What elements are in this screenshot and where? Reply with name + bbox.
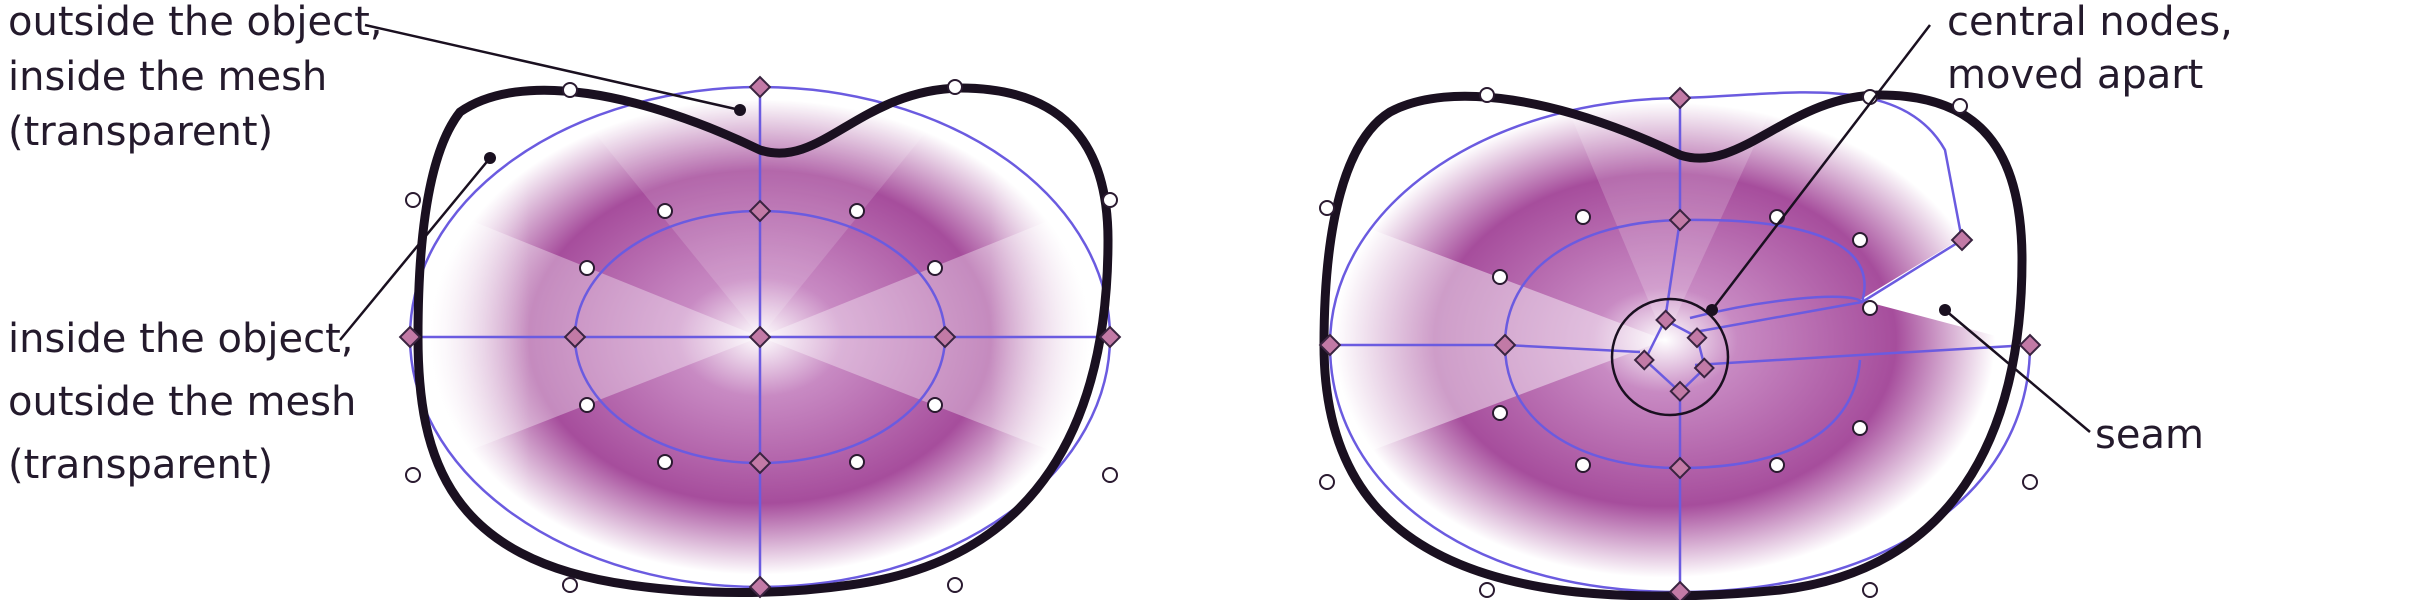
leader-dot [734, 104, 746, 116]
mesh-node[interactable] [1668, 456, 1692, 480]
right-mesh-nodes [1318, 86, 2042, 600]
mesh-node[interactable] [563, 325, 587, 349]
bezier-handle[interactable] [849, 454, 865, 470]
bezier-handle[interactable] [657, 203, 673, 219]
bezier-handle[interactable] [1492, 269, 1508, 285]
mesh-node[interactable] [1098, 325, 1122, 349]
bezier-handle[interactable] [1492, 405, 1508, 421]
right-mesh-fill [1322, 91, 2030, 596]
bezier-handle[interactable] [1862, 582, 1878, 598]
bezier-handle[interactable] [562, 577, 578, 593]
central-node[interactable] [1633, 349, 1655, 371]
mesh-node[interactable] [748, 75, 772, 99]
bezier-handle[interactable] [947, 79, 963, 95]
bezier-handle[interactable] [927, 397, 943, 413]
bezier-handle[interactable] [849, 203, 865, 219]
right-figure: central nodes, moved apart seam [1318, 0, 2246, 600]
bezier-handle[interactable] [1479, 582, 1495, 598]
bezier-handle[interactable] [579, 260, 595, 276]
bezier-handle[interactable] [1319, 200, 1335, 216]
bezier-handle[interactable] [947, 577, 963, 593]
central-node[interactable] [1655, 309, 1677, 331]
left-figure: outside the object, inside the mesh (tra… [8, 0, 1122, 599]
bezier-handle[interactable] [1102, 467, 1118, 483]
mesh-node[interactable] [748, 199, 772, 223]
central-node[interactable] [1686, 327, 1708, 349]
mesh-node[interactable] [748, 451, 772, 475]
bezier-handle[interactable] [1852, 232, 1868, 248]
right-leaders [1711, 24, 2091, 433]
leader-dot [1706, 304, 1718, 316]
bezier-handle[interactable] [579, 397, 595, 413]
bezier-handle[interactable] [1952, 98, 1968, 114]
leader-dot [484, 152, 496, 164]
mesh-node[interactable] [748, 575, 772, 599]
right-object-outline [1319, 90, 2027, 600]
bezier-handle[interactable] [2022, 474, 2038, 490]
left-mesh-nodes [398, 75, 1122, 599]
mesh-node[interactable] [1950, 228, 1974, 252]
bezier-handle[interactable] [927, 260, 943, 276]
left-leaders [339, 23, 741, 341]
bezier-handle[interactable] [1102, 192, 1118, 208]
label-outside-object: outside the object, inside the mesh (tra… [8, 0, 395, 155]
label-inside-object: inside the object, outside the mesh (tra… [8, 316, 369, 488]
mesh-node[interactable] [1668, 580, 1692, 600]
left-handles [405, 79, 1118, 593]
mesh-node[interactable] [933, 325, 957, 349]
bezier-handle[interactable] [1862, 300, 1878, 316]
bezier-handle[interactable] [657, 454, 673, 470]
bezier-handle[interactable] [1479, 87, 1495, 103]
mesh-node[interactable] [2018, 333, 2042, 357]
bezier-handle[interactable] [405, 192, 421, 208]
bezier-handle[interactable] [562, 82, 578, 98]
bezier-handle[interactable] [405, 467, 421, 483]
central-nodes-ring [1610, 297, 1730, 417]
central-node[interactable] [1669, 380, 1691, 402]
central-node[interactable] [1693, 357, 1715, 379]
bezier-handle[interactable] [1852, 420, 1868, 436]
bezier-handle[interactable] [1575, 457, 1591, 473]
bezier-handle[interactable] [1769, 457, 1785, 473]
label-central-nodes: central nodes, moved apart [1947, 0, 2246, 98]
mesh-node[interactable] [1318, 333, 1342, 357]
mesh-node[interactable] [398, 325, 422, 349]
mesh-node[interactable] [1493, 333, 1517, 357]
mesh-node[interactable] [1668, 86, 1692, 110]
mesh-node[interactable] [1668, 208, 1692, 232]
bezier-handle[interactable] [1319, 474, 1335, 490]
label-seam: seam [2095, 412, 2204, 458]
left-object-outline [413, 83, 1113, 597]
leader-dot [1939, 304, 1951, 316]
bezier-handle[interactable] [1575, 209, 1591, 225]
mesh-node[interactable] [748, 325, 772, 349]
